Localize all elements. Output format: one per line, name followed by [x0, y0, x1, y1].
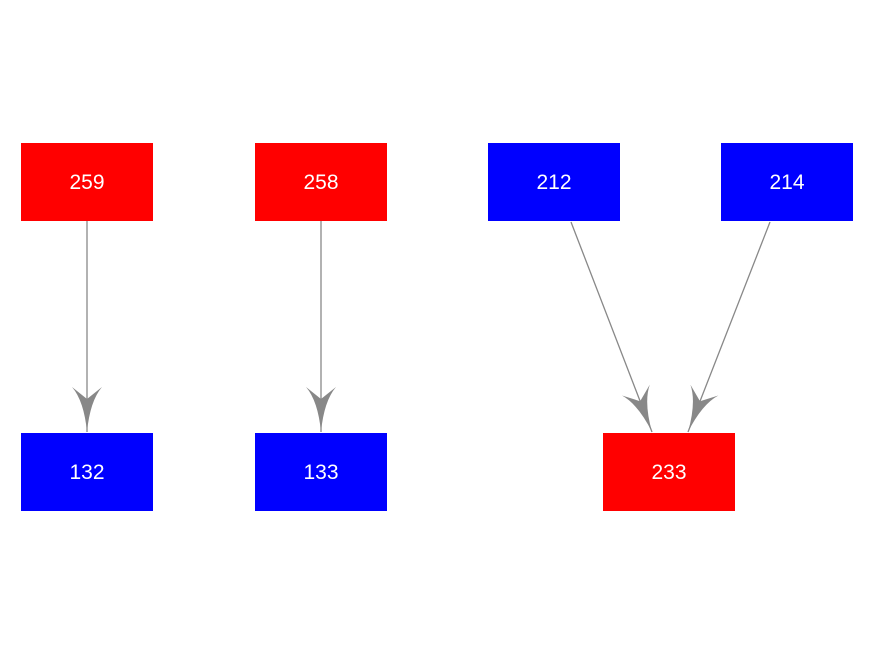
- node-259: 259: [21, 143, 153, 221]
- edge-214-233: [687, 221, 771, 433]
- node-label: 258: [303, 170, 339, 194]
- node-133: 133: [255, 433, 387, 511]
- node-label: 214: [769, 170, 805, 194]
- node-132: 132: [21, 433, 153, 511]
- node-214: 214: [721, 143, 853, 221]
- node-label: 132: [69, 460, 105, 484]
- edge-212-233: [570, 221, 653, 433]
- edges-group: [72, 221, 771, 433]
- node-label: 212: [536, 170, 572, 194]
- node-258: 258: [255, 143, 387, 221]
- node-label: 133: [303, 460, 339, 484]
- node-233: 233: [603, 433, 735, 511]
- node-label: 233: [651, 460, 687, 484]
- node-212: 212: [488, 143, 620, 221]
- node-label: 259: [69, 170, 105, 194]
